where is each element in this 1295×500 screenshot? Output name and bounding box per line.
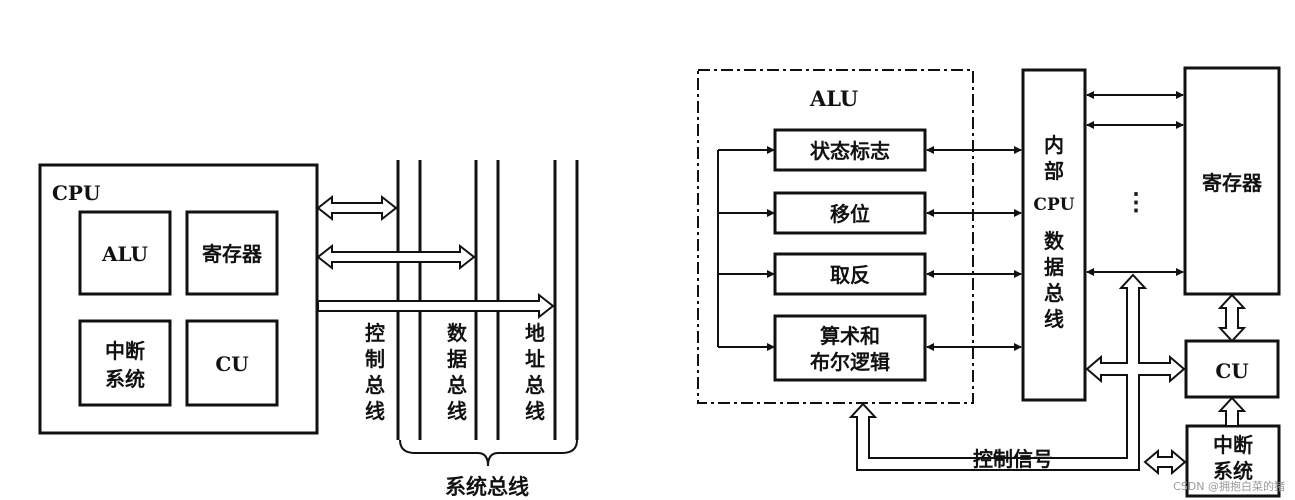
alu-boundary-label: ALU [809, 86, 858, 111]
interrupt-module-label-1: 中断 [105, 339, 145, 363]
address-bus-label-char: 地 [525, 321, 545, 345]
alu-boundary [697, 69, 974, 404]
internal-bus-label-char: 总 [1044, 281, 1064, 305]
register-file-label: 寄存器 [1202, 171, 1263, 195]
shift-label: 移位 [830, 202, 870, 226]
arith-logic-label-2: 布尔逻辑 [810, 350, 890, 374]
cpu-data-bus-arrow [316, 243, 476, 271]
ellipsis-icon: ⋮ [1124, 187, 1148, 216]
address-bus-label-char: 线 [525, 399, 545, 423]
interrupt-cu-arrow [1217, 396, 1247, 427]
data-bus-label-char: 线 [447, 399, 467, 423]
data-bus-label: 数 据 总 线 [447, 321, 468, 423]
status-flags-unit [773, 128, 927, 172]
right-cpu-internal-diagram: ALU 状态标志 移位 取反 算术和 布尔逻辑 内 部 CPU 数 据 总 线 [697, 66, 1281, 498]
address-bus-label-char: 总 [525, 373, 545, 397]
control-signal-path [848, 273, 1186, 471]
control-bus-label-char: 线 [365, 399, 385, 423]
control-bus-label-char: 控 [365, 321, 385, 345]
internal-bus-label-char: 线 [1044, 307, 1064, 331]
cpu-control-bus-arrow [316, 194, 398, 222]
interrupt-system [1185, 424, 1281, 498]
data-bus-label-char: 总 [447, 373, 467, 397]
interrupt-module [78, 319, 172, 407]
shift-unit [773, 191, 927, 235]
cu-module [185, 319, 279, 407]
control-bus-label-char: 制 [365, 347, 385, 371]
register-module [185, 210, 279, 296]
interrupt-system-label-1: 中断 [1213, 433, 1253, 457]
address-bus-label-char: 址 [525, 347, 545, 371]
cu-unit-label: CU [1215, 359, 1248, 383]
negate-unit [773, 252, 927, 296]
alu-module [78, 210, 172, 296]
address-bus-label: 地 址 总 线 [525, 321, 545, 423]
negate-label: 取反 [830, 263, 870, 287]
arith-logic-label-1: 算术和 [820, 324, 880, 348]
interrupt-module-label-2: 系统 [105, 367, 145, 391]
register-file [1183, 66, 1281, 296]
system-bus-brace [399, 439, 578, 467]
watermark: CSDN @拥抱白菜的猪 [1173, 480, 1285, 493]
system-bus-label: 系统总线 [445, 474, 529, 499]
arith-logic-unit [773, 314, 927, 382]
cpu-label: CPU [52, 181, 100, 205]
internal-bus-label-char: 部 [1044, 159, 1064, 183]
data-bus-label-char: 据 [447, 347, 467, 371]
internal-bus-label-char: 数 [1044, 229, 1065, 253]
interrupt-bus-arrow [1143, 448, 1187, 476]
data-bus-label-char: 数 [447, 321, 468, 345]
status-flags-label: 状态标志 [810, 139, 890, 163]
register-cu-arrow [1217, 293, 1247, 343]
internal-bus-label-char: 据 [1044, 255, 1064, 279]
register-module-label: 寄存器 [202, 242, 263, 266]
internal-bus-label-char: 内 [1044, 133, 1064, 157]
control-bus-label: 控 制 总 线 [365, 321, 385, 423]
interrupt-system-label-2: 系统 [1213, 459, 1253, 483]
cpu-address-bus-arrow [317, 292, 555, 320]
alu-module-label: ALU [101, 242, 148, 266]
left-cpu-diagram: CPU ALU 寄存器 中断 系统 CU 控 制 总 线 数 据 [38, 160, 579, 499]
control-bus-label-char: 总 [365, 373, 385, 397]
internal-bus-label-char: CPU [1033, 195, 1074, 215]
internal-data-bus [1021, 68, 1087, 402]
internal-data-bus-label: 内 部 CPU 数 据 总 线 [1033, 133, 1074, 331]
control-signal-label: 控制信号 [973, 447, 1053, 471]
cu-module-label: CU [215, 352, 248, 376]
